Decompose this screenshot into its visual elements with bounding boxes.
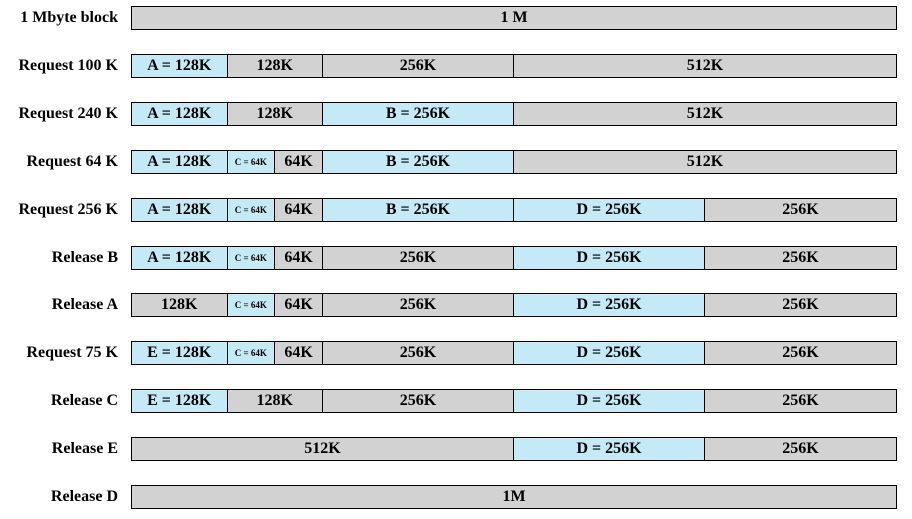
free-block: 1M [132, 486, 896, 508]
free-block: 256K [323, 55, 514, 77]
allocated-block: A = 128K [132, 199, 228, 221]
row-label: Release B [51, 249, 118, 266]
free-block: 256K [705, 294, 896, 316]
allocated-block: D = 256K [514, 342, 705, 364]
memory-row: Release D 1M [0, 484, 912, 510]
allocated-block: B = 256K [323, 103, 514, 125]
row-label: Release A [51, 296, 118, 313]
free-block: 64K [275, 247, 323, 269]
free-block: 128K [227, 390, 323, 412]
allocated-block: C = 64K [227, 247, 276, 269]
free-block: 256K [705, 247, 896, 269]
allocated-block: B = 256K [323, 199, 514, 221]
row-label: Release D [50, 488, 118, 505]
allocated-block: B = 256K [323, 151, 514, 173]
row-label: Release E [51, 440, 118, 457]
free-block: 64K [275, 294, 323, 316]
row-label: Request 75 K [26, 344, 118, 361]
free-block: 64K [275, 151, 323, 173]
free-block: 128K [227, 103, 323, 125]
allocated-block: A = 128K [132, 55, 228, 77]
allocated-block: A = 128K [132, 151, 228, 173]
free-block: 512K [132, 438, 514, 460]
row-label: Request 64 K [26, 153, 118, 170]
row-label: 1 Mbyte block [20, 9, 118, 26]
free-block: 256K [705, 342, 896, 364]
allocated-block: E = 128K [132, 342, 228, 364]
free-block: 64K [275, 199, 323, 221]
free-block: 256K [323, 342, 514, 364]
allocated-block: E = 128K [132, 390, 228, 412]
allocated-block: C = 64K [227, 342, 276, 364]
free-block: 256K [705, 199, 896, 221]
memory-bar: 1M [131, 485, 897, 509]
allocated-block: D = 256K [514, 438, 705, 460]
row-label: Request 100 K [18, 57, 118, 74]
allocated-block: A = 128K [132, 247, 228, 269]
allocated-block: C = 64K [227, 151, 276, 173]
allocated-block: C = 64K [227, 294, 276, 316]
allocated-block: C = 64K [227, 199, 276, 221]
free-block: 256K [323, 247, 514, 269]
allocated-block: D = 256K [514, 294, 705, 316]
memory-row: 1 Mbyte block 1 M [0, 5, 912, 31]
row-label: Request 240 K [18, 105, 118, 122]
row-label: Release C [50, 392, 118, 409]
allocated-block: D = 256K [514, 390, 705, 412]
free-block: 1 M [132, 7, 896, 29]
free-block: 256K [705, 390, 896, 412]
allocated-block: D = 256K [514, 247, 705, 269]
free-block: 512K [514, 55, 896, 77]
free-block: 128K [227, 55, 323, 77]
free-block: 256K [705, 438, 896, 460]
free-block: 256K [323, 390, 514, 412]
allocated-block: A = 128K [132, 103, 228, 125]
memory-bar: 1 M [131, 6, 897, 30]
row-label: Request 256 K [18, 201, 118, 218]
free-block: 128K [132, 294, 228, 316]
allocated-block: D = 256K [514, 199, 705, 221]
free-block: 512K [514, 151, 896, 173]
free-block: 256K [323, 294, 514, 316]
free-block: 64K [275, 342, 323, 364]
free-block: 512K [514, 103, 896, 125]
